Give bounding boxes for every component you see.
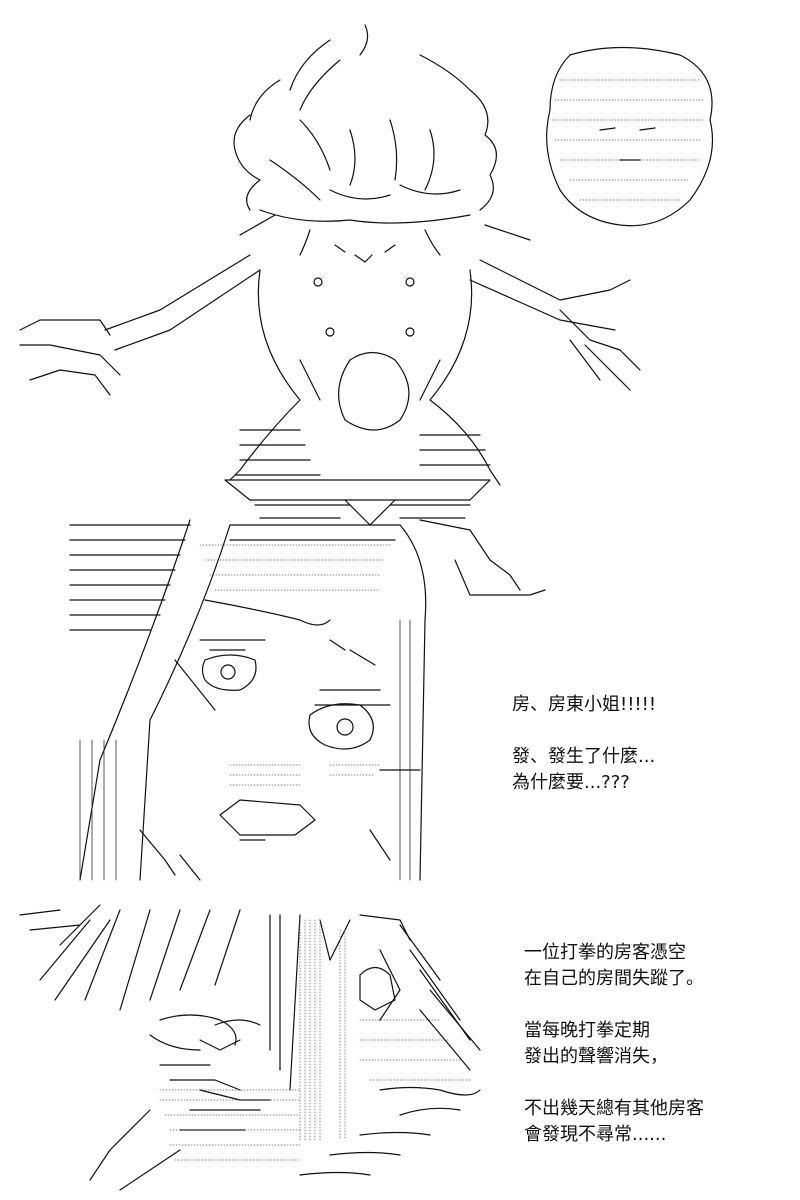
figure-face bbox=[299, 229, 441, 263]
face-shadowed bbox=[149, 966, 396, 1161]
narration-line-2: 在自己的房間失蹤了。 bbox=[524, 968, 704, 989]
narration-line-3: 當每晚打拳定期 bbox=[524, 1020, 650, 1041]
inset-face-illustration bbox=[546, 46, 714, 227]
shadowed-figure-illustration bbox=[19, 904, 481, 1191]
dialogue-line-2: 發、發生了什麼... bbox=[512, 746, 656, 767]
narration-line-1: 一位打拳的房客憑空 bbox=[524, 942, 686, 963]
dialogue-line-3: 為什麼要...??? bbox=[512, 772, 630, 793]
bottom-panel: 一位打拳的房客憑空 在自己的房間失蹤了。 當每晚打拳定期 發出的聲響消失， 不出… bbox=[0, 890, 800, 1200]
foreground-face-illustration bbox=[69, 519, 427, 881]
top-panel: 房、房東小姐!!!!! 發、發生了什麼... 為什麼要...??? bbox=[19, 24, 714, 881]
dialogue-caption: 房、房東小姐!!!!! 發、發生了什麼... 為什麼要...??? bbox=[512, 692, 656, 796]
figure-skirt bbox=[419, 519, 546, 596]
dialogue-line-1: 房、房東小姐!!!!! bbox=[512, 694, 657, 715]
narration-caption: 一位打拳的房客憑空 在自己的房間失蹤了。 當每晚打拳定期 發出的聲響消失， 不出… bbox=[524, 940, 704, 1148]
figure-torso bbox=[224, 269, 501, 526]
shoulders bbox=[89, 989, 481, 1191]
figure-arms bbox=[19, 254, 641, 396]
landlady-figure-illustration bbox=[19, 24, 714, 881]
figure-hair bbox=[233, 24, 531, 241]
hair-strands bbox=[19, 904, 471, 1141]
narration-line-5: 不出幾天總有其他房客 bbox=[524, 1098, 704, 1119]
narration-line-6: 會發現不尋常...... bbox=[524, 1124, 667, 1145]
narration-line-4: 發出的聲響消失， bbox=[524, 1046, 668, 1067]
